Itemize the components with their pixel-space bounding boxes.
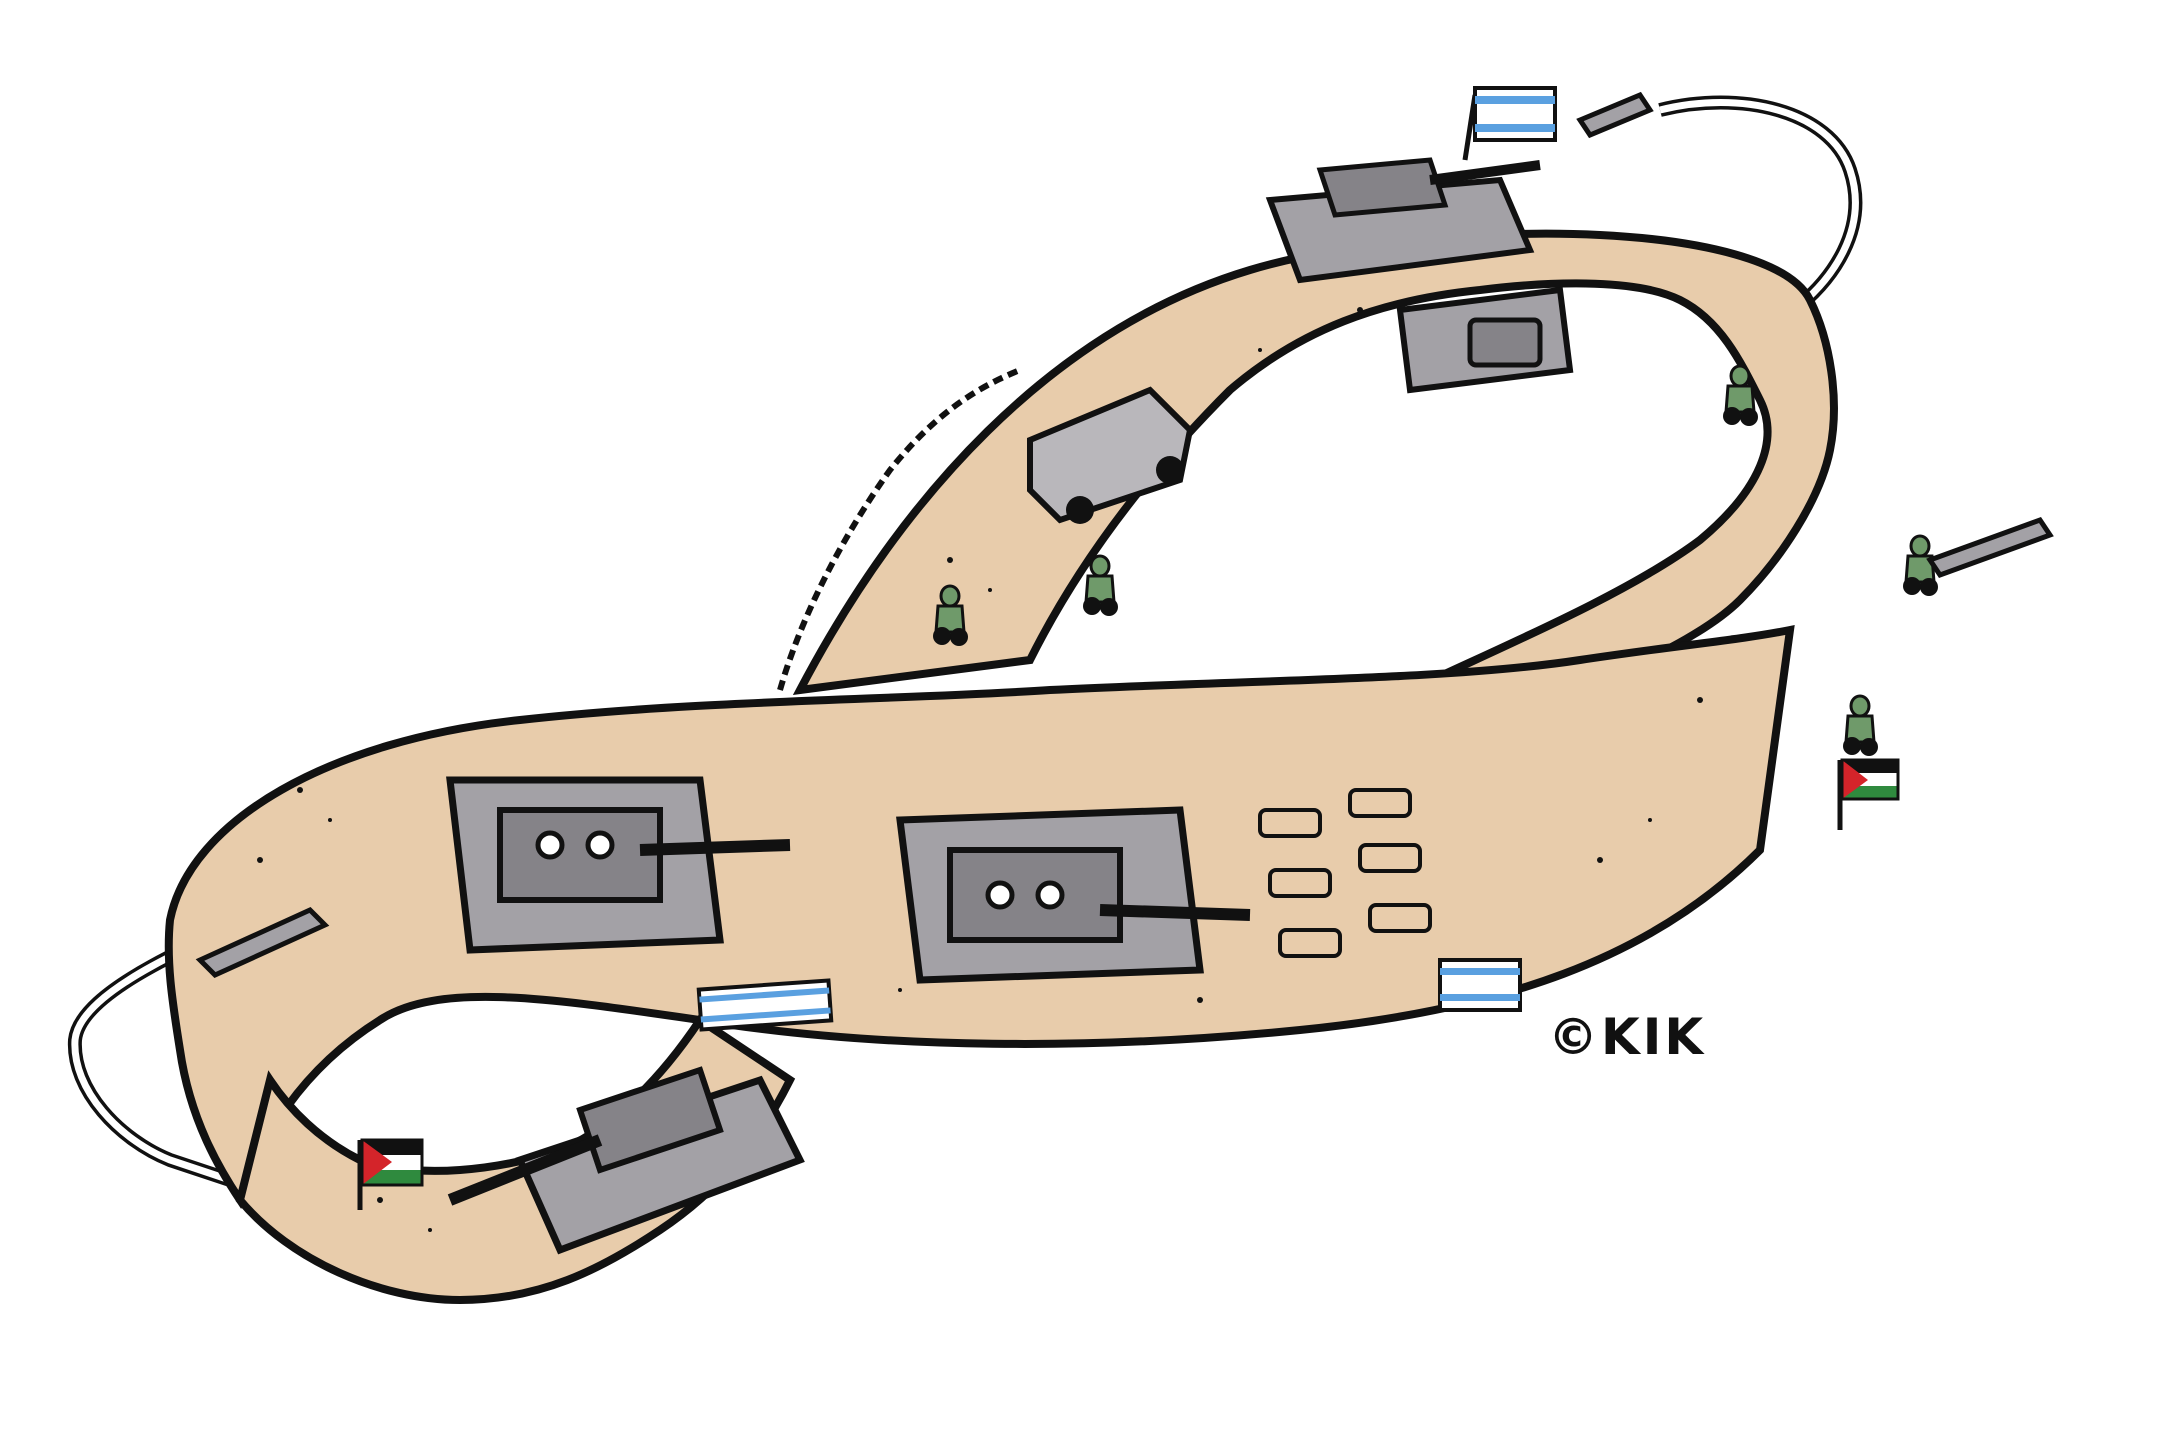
palestine-flag-icon	[1837, 758, 1900, 830]
artist-signature: ©KIK	[1548, 1008, 1707, 1066]
battle-tank-icon	[447, 1066, 805, 1255]
battle-tank-icon	[1396, 286, 1574, 394]
rocket-icon	[195, 907, 330, 978]
brick-rubble	[1258, 788, 1432, 958]
israel-flag-icon	[1462, 86, 1557, 161]
palestine-flag-icon	[357, 1138, 424, 1210]
pickup-truck-icon	[1027, 386, 1194, 524]
battle-tank-icon	[1265, 157, 1541, 284]
barbed-wire	[777, 367, 1022, 691]
rocket-icon	[1576, 91, 1654, 139]
israel-flag-icon	[696, 978, 834, 1032]
israel-flag-icon	[1438, 958, 1522, 1012]
rocket-icon	[1926, 516, 2054, 579]
battle-tank-icon	[896, 806, 1251, 984]
battle-tank-icon	[446, 776, 791, 954]
